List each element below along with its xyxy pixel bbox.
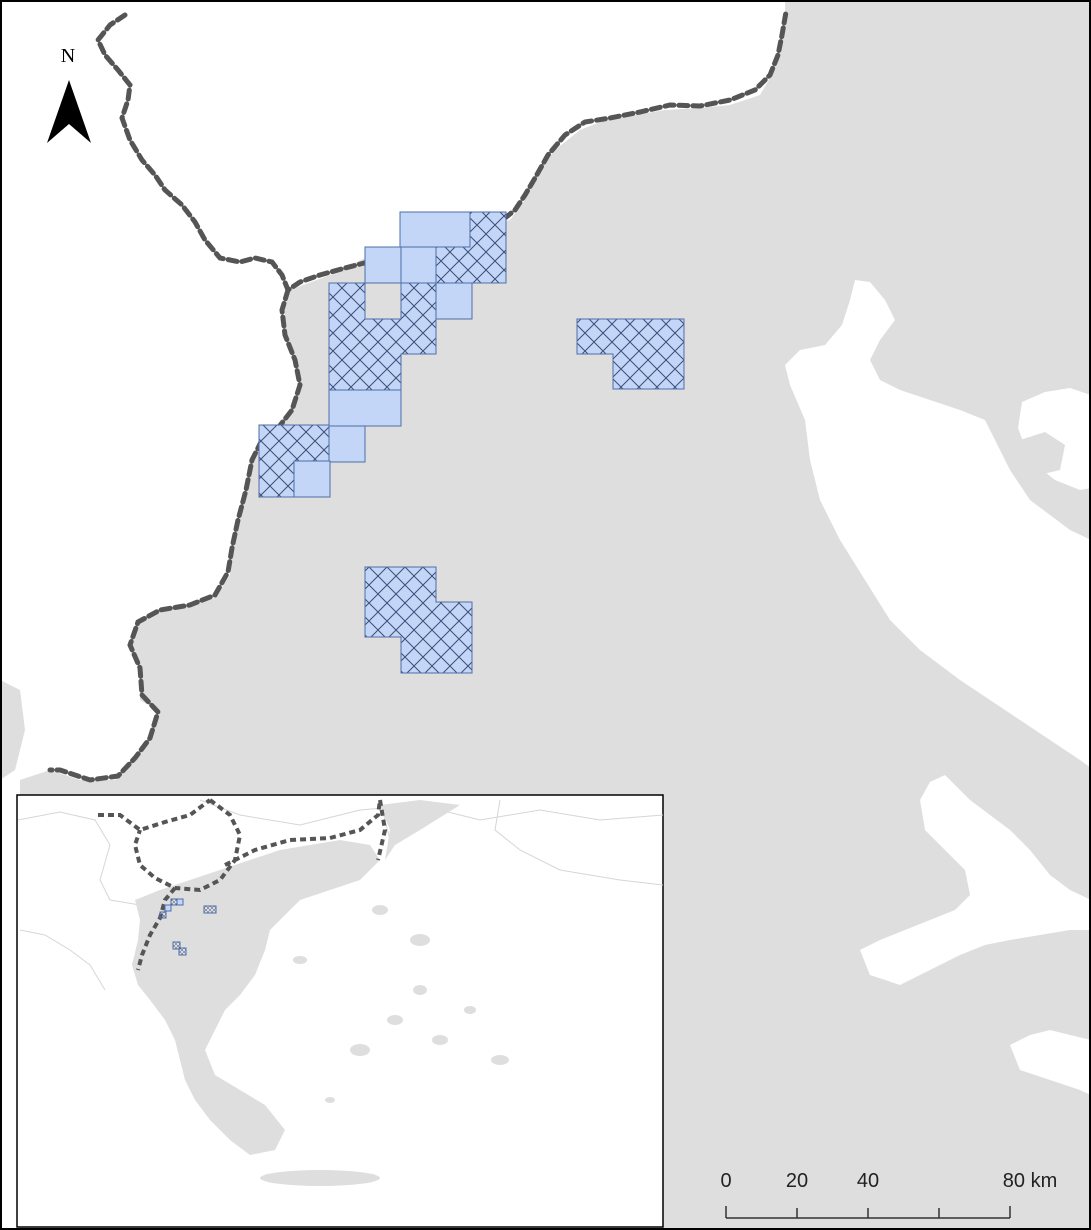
- scale-tick-80: 80 km: [1003, 1170, 1057, 1192]
- international-border: [95, 9, 789, 294]
- scale-tick-20: 20: [786, 1170, 808, 1192]
- inset-islands: [260, 876, 509, 1186]
- north-label: N: [61, 45, 75, 67]
- scale-bar: 0 20 40 80 km: [720, 1170, 1057, 1219]
- grid-cells-hatched: [258, 211, 685, 674]
- inset-grid-cells: [159, 898, 217, 956]
- inset-map: [16, 794, 664, 1228]
- inset-turkey: [380, 800, 460, 860]
- north-arrow-icon: [47, 80, 91, 143]
- border-west: [47, 287, 303, 783]
- scale-tick-0: 0: [720, 1170, 731, 1192]
- island: [1018, 432, 1065, 476]
- inset-border: [98, 798, 388, 971]
- coast-fragment: [2, 681, 25, 779]
- north-arrow: N: [47, 45, 91, 143]
- scale-tick-40: 40: [857, 1170, 879, 1192]
- inset-land: [132, 840, 380, 1155]
